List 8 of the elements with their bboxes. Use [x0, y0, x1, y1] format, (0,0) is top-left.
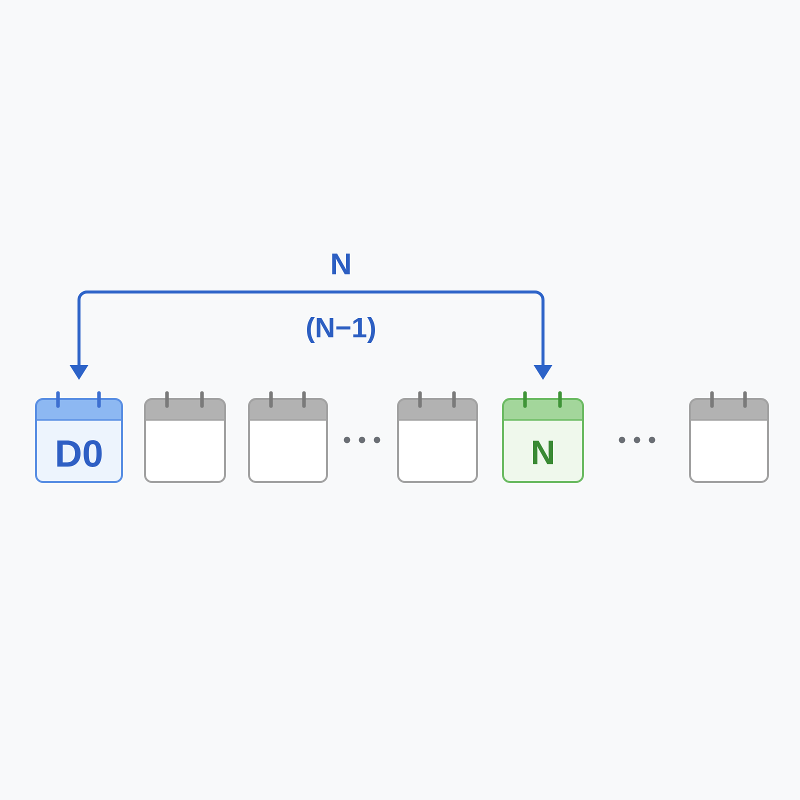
calendar [397, 391, 478, 483]
calendar [248, 391, 328, 483]
calendar [144, 391, 226, 483]
edge-label: N [328, 252, 354, 276]
formula-label: (N−1) [307, 316, 375, 344]
calendar [689, 391, 769, 483]
calendar: N [502, 391, 584, 483]
calendar: D0 [35, 391, 123, 483]
